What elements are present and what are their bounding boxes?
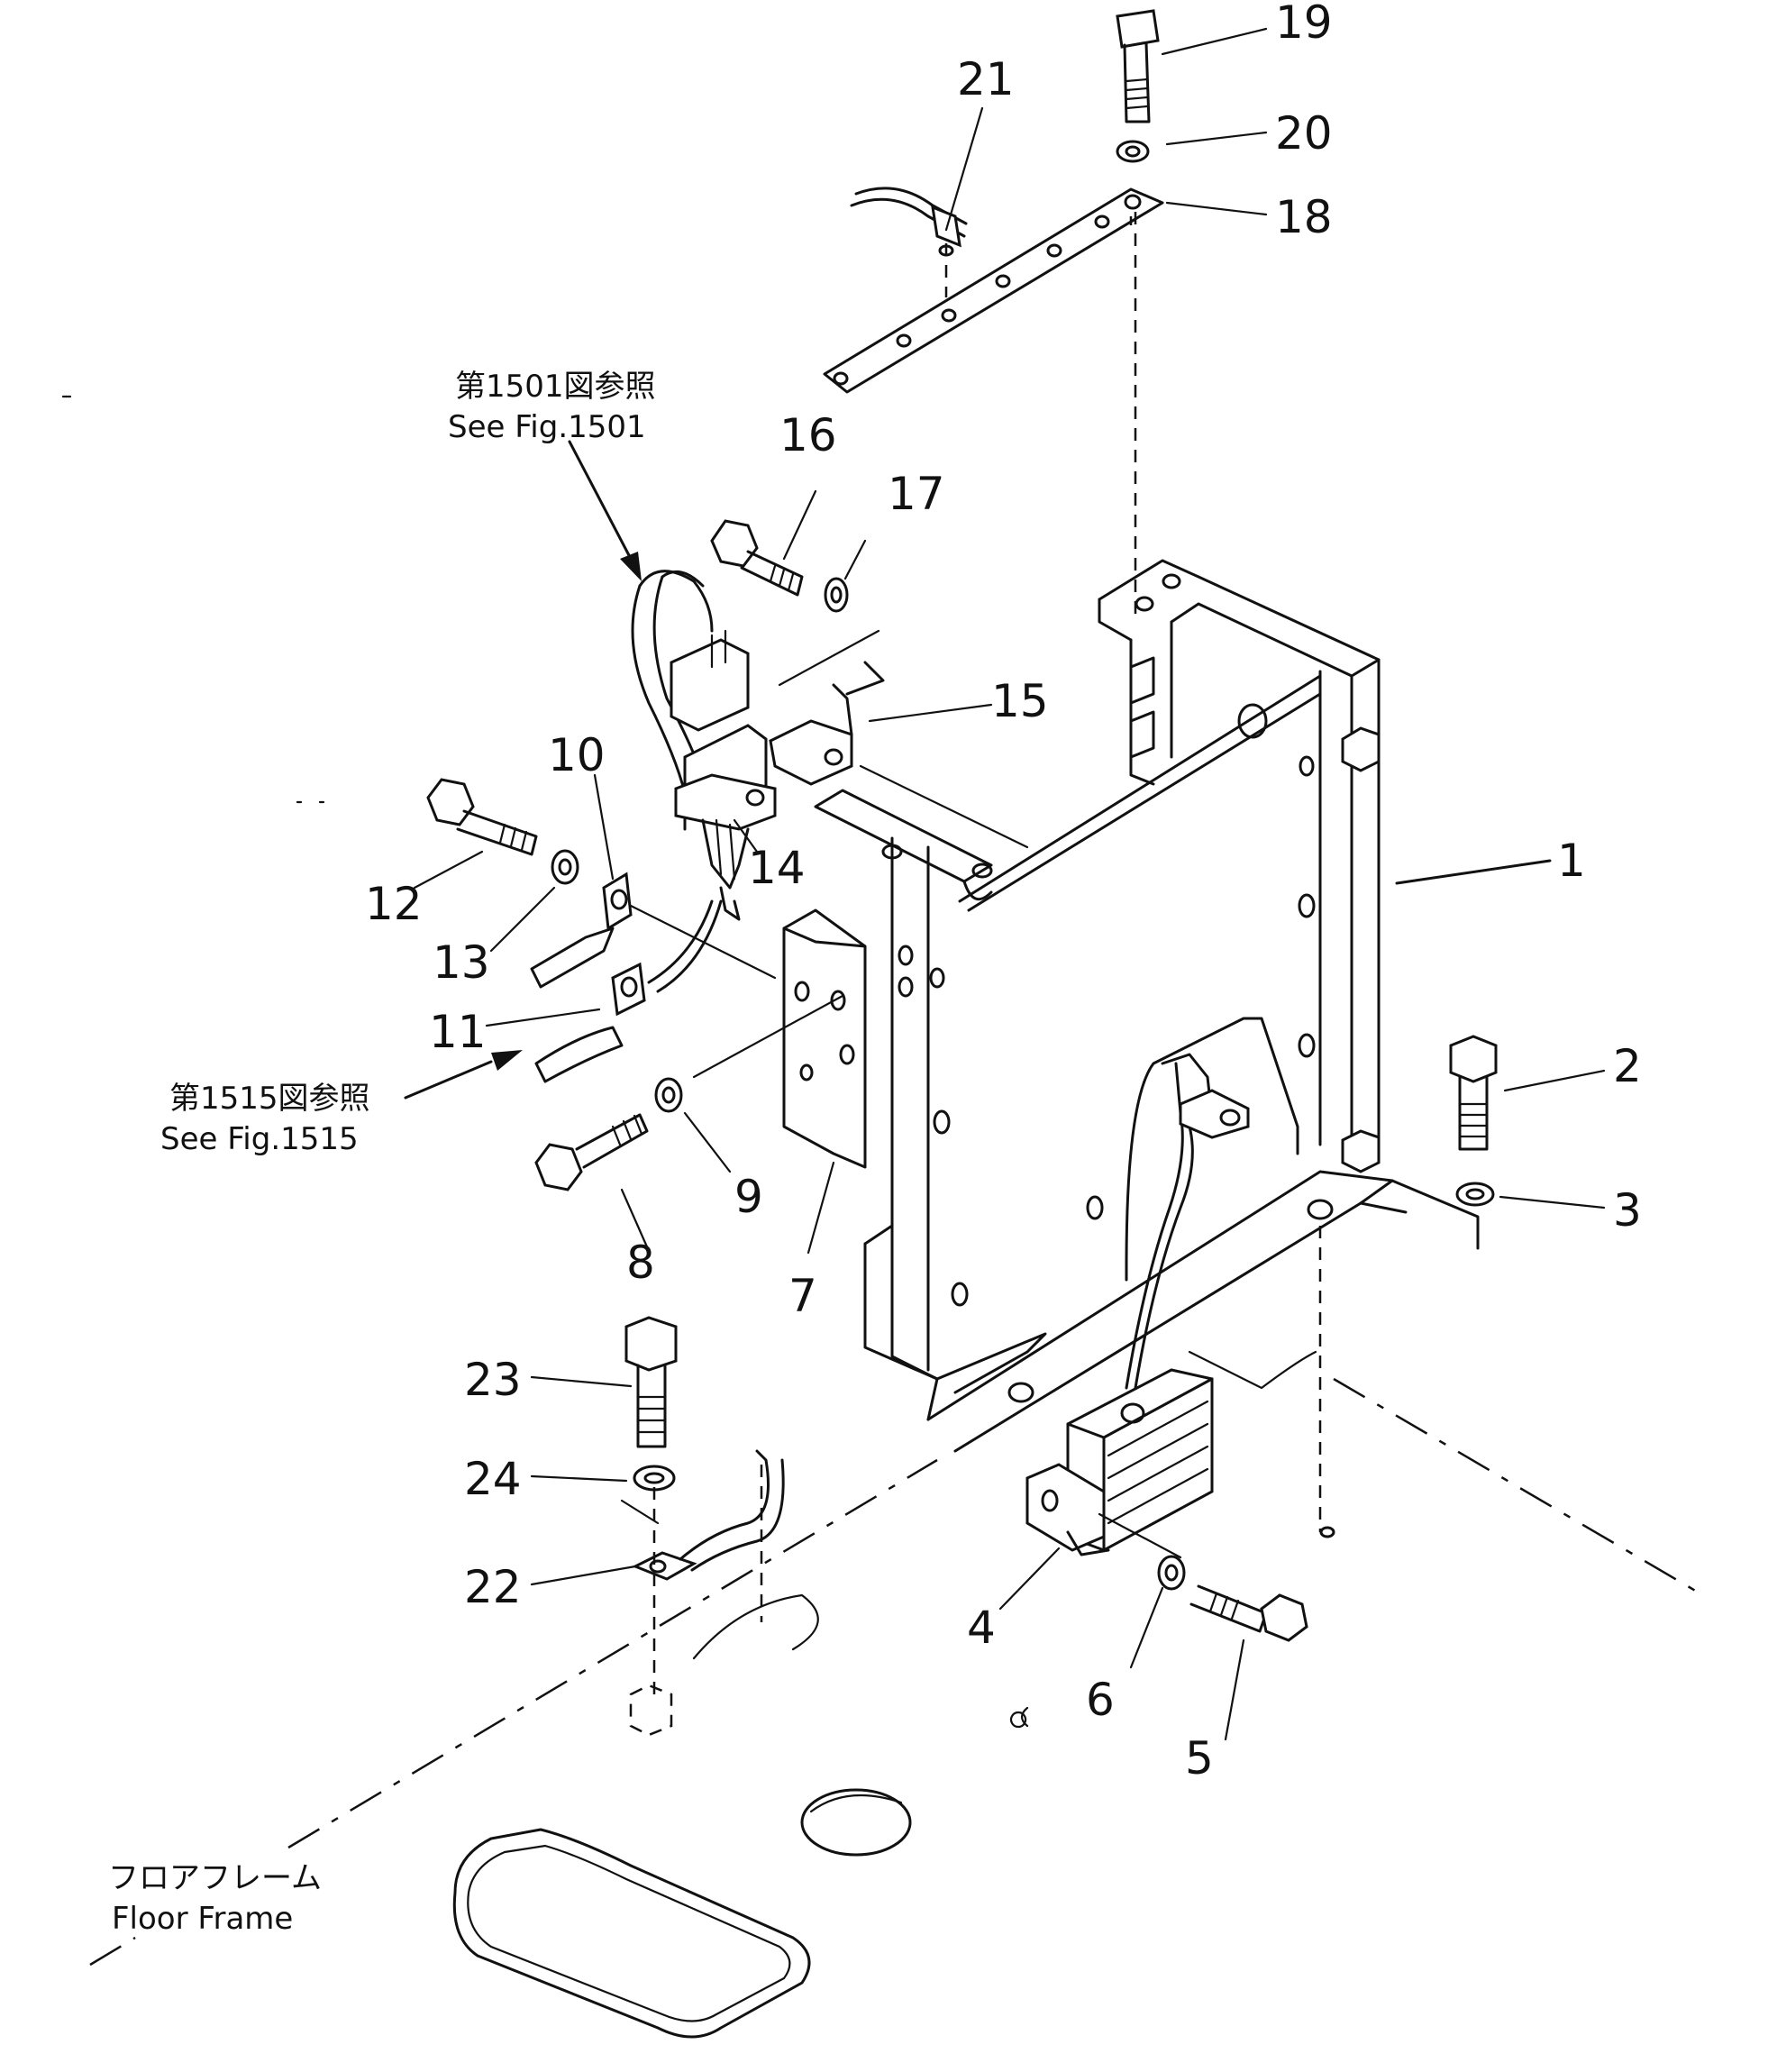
main-bracket-part-1 xyxy=(814,559,1480,1453)
callout-6: 6 xyxy=(1086,1674,1115,1726)
callout-14: 14 xyxy=(748,842,806,894)
washer-part-6 xyxy=(1157,1555,1186,1591)
bracket-part-15 xyxy=(769,629,1029,849)
callout-7: 7 xyxy=(788,1270,817,1322)
callout-20: 20 xyxy=(1275,107,1333,160)
washer-part-9 xyxy=(654,1077,683,1113)
callout-9: 9 xyxy=(734,1171,763,1223)
callout-13: 13 xyxy=(433,936,490,989)
ref-fig1515-en: See Fig.1515 xyxy=(160,1121,359,1157)
ref-fig1515-jp: 第1515図参照 xyxy=(169,1081,370,1117)
washer-part-13 xyxy=(551,849,579,885)
harness-fig1501 xyxy=(568,440,777,921)
callout-18: 18 xyxy=(1275,191,1333,243)
leader-lines xyxy=(413,27,1606,1741)
callout-16: 16 xyxy=(779,409,837,461)
floor-hole xyxy=(1319,1526,1335,1538)
terminal-part-11 xyxy=(404,899,723,1100)
callout-10: 10 xyxy=(548,729,606,781)
ref-fig1501-en: See Fig.1501 xyxy=(448,409,646,445)
washer-part-17 xyxy=(824,577,849,613)
bolt-part-2 xyxy=(1449,1035,1498,1151)
callout-22: 22 xyxy=(464,1561,522,1613)
callout-5: 5 xyxy=(1185,1732,1214,1784)
bolt-part-12 xyxy=(426,778,538,856)
callout-19: 19 xyxy=(1275,0,1333,49)
bolt-part-8 xyxy=(534,1113,649,1191)
callout-2: 2 xyxy=(1613,1040,1642,1092)
callout-17: 17 xyxy=(888,468,945,520)
floor-frame-jp: フロアフレーム xyxy=(108,1860,322,1896)
module-part-4 xyxy=(1025,1053,1250,1559)
callout-3: 3 xyxy=(1613,1184,1642,1237)
bolt-part-23 xyxy=(624,1316,678,1448)
bolt-part-19 xyxy=(1116,9,1160,123)
ref-fig1501-jp: 第1501図参照 xyxy=(455,369,656,405)
callout-labels: 1 2 3 4 5 6 7 8 9 10 11 12 13 14 15 16 1… xyxy=(365,0,1642,1784)
callout-1: 1 xyxy=(1557,835,1586,887)
washer-part-24 xyxy=(633,1465,676,1492)
plate-part-7 xyxy=(692,908,867,1169)
ground-cable-part-22 xyxy=(620,1449,785,1737)
washer-part-20 xyxy=(1116,140,1150,163)
leader-1 xyxy=(1395,859,1552,885)
plate-part-18 xyxy=(823,187,1164,622)
callout-23: 23 xyxy=(464,1354,522,1406)
callout-4: 4 xyxy=(967,1602,996,1654)
bolt-part-5 xyxy=(1189,1584,1308,1642)
terminal-part-10 xyxy=(530,872,777,989)
callout-24: 24 xyxy=(464,1453,522,1505)
stray-c-mark xyxy=(1020,1706,1029,1728)
callout-8: 8 xyxy=(626,1237,655,1289)
callout-21: 21 xyxy=(957,53,1015,105)
reference-notes: 第1501図参照 See Fig.1501 第1515図参照 See Fig.1… xyxy=(108,369,656,1937)
clip-part-21 xyxy=(850,187,968,297)
floor-frame-drawing xyxy=(89,1350,1704,2039)
callout-15: 15 xyxy=(991,675,1049,727)
callout-11: 11 xyxy=(429,1006,487,1058)
floor-frame-en: Floor Frame xyxy=(112,1901,293,1937)
washer-part-3 xyxy=(1455,1182,1495,1207)
callout-12: 12 xyxy=(365,878,423,930)
bolt-part-16 xyxy=(710,519,804,597)
